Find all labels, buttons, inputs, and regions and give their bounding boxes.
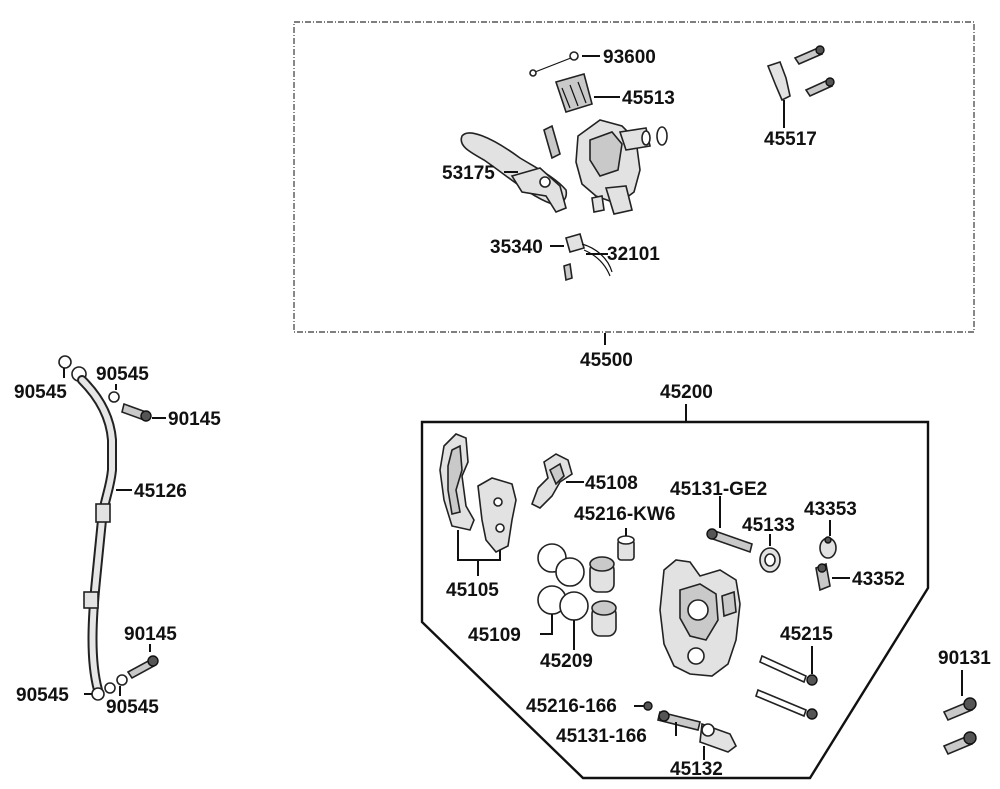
part-45108-pad-spring (530, 453, 573, 509)
bolt-90145-upper (121, 402, 152, 422)
label-45500: 45500 (580, 350, 633, 371)
hose-fitting-lower (104, 682, 116, 694)
part-43352-bleeder-screw (815, 562, 831, 592)
label-45126: 45126 (134, 481, 187, 502)
label-43352: 43352 (852, 569, 905, 590)
label-45131-166: 45131-166 (556, 726, 647, 747)
part-45133-boot (759, 547, 781, 573)
part-45513-cap (554, 73, 593, 113)
label-45215: 45215 (780, 624, 833, 645)
label-45132: 45132 (670, 759, 723, 780)
part-35340-switch (563, 233, 613, 282)
part-caliper-body (659, 559, 741, 677)
label-35340: 35340 (490, 237, 543, 258)
brake-hose-group: 90545 90545 90145 45126 90145 90545 9054… (14, 355, 221, 718)
bolt-90145-lower (126, 655, 159, 680)
label-93600: 93600 (603, 47, 656, 68)
label-45216-166: 45216-166 (526, 696, 617, 717)
part-45216-166-sleeve (643, 701, 653, 711)
washer-90545-lower-a (91, 687, 105, 701)
caliper-frame (420, 420, 930, 780)
label-53175: 53175 (442, 163, 495, 184)
label-90545-lower-left: 90545 (16, 685, 69, 706)
caliper-group: 45200 45105 45108 45216-KW6 (420, 382, 930, 780)
label-45513: 45513 (622, 88, 675, 109)
part-93600-screw (529, 51, 579, 77)
part-45216-KW6-sleeve (617, 535, 635, 561)
hose-sleeve-lower (83, 591, 99, 609)
part-master-cylinder-body (543, 119, 668, 215)
part-45209-pistons (589, 556, 617, 637)
part-53175-brake-lever (460, 132, 568, 213)
part-45517-clamp (766, 45, 835, 102)
part-43353-bleeder-cap (819, 536, 837, 559)
part-90131-bolts (942, 697, 977, 756)
part-45131-166-pin (657, 710, 701, 731)
label-45200: 45200 (660, 382, 713, 403)
label-45131-GE2: 45131-GE2 (670, 479, 767, 500)
washer-90545-lower-b (116, 674, 128, 686)
label-43353: 43353 (804, 499, 857, 520)
part-45215-pins (755, 654, 818, 720)
label-32101: 32101 (607, 244, 660, 265)
washer-90545-upper-a (58, 355, 72, 369)
part-45132-bolt (699, 722, 738, 753)
label-45209: 45209 (540, 651, 593, 672)
washer-90545-upper-b (108, 391, 120, 403)
label-45108: 45108 (585, 473, 638, 494)
label-45133: 45133 (742, 515, 795, 536)
label-90545-lower-right: 90545 (106, 697, 159, 718)
part-45131-GE2-pin (706, 528, 753, 554)
part-45105-brake-pads (439, 433, 517, 553)
label-90545-upper-right: 90545 (96, 364, 149, 385)
label-45109: 45109 (468, 625, 521, 646)
label-90545-upper-left: 90545 (14, 382, 67, 403)
hose-sleeve-upper (95, 503, 111, 523)
label-45517: 45517 (764, 129, 817, 150)
part-45109-seals (537, 543, 589, 621)
label-90131: 90131 (938, 648, 991, 669)
label-90145-lower: 90145 (124, 624, 177, 645)
label-45216-KW6: 45216-KW6 (574, 504, 675, 525)
master-cylinder-group: 45500 93600 45513 45517 (293, 21, 975, 371)
label-90145-upper: 90145 (168, 409, 221, 430)
label-45105: 45105 (446, 580, 499, 601)
